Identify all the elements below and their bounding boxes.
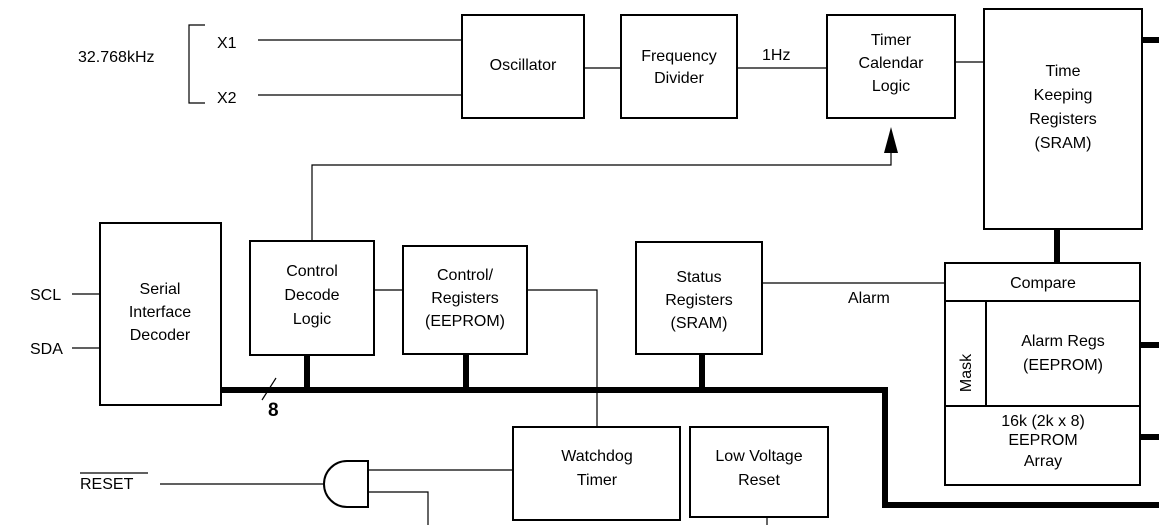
oscillator-label: Oscillator bbox=[490, 57, 557, 74]
x1-label: X1 bbox=[217, 35, 237, 52]
and-gate-icon bbox=[323, 460, 369, 508]
low-voltage-reset-line1: Low Voltage bbox=[715, 448, 802, 465]
compare-label: Compare bbox=[1010, 275, 1076, 292]
time-keeping-registers-block bbox=[983, 8, 1143, 230]
status-registers-line3: (SRAM) bbox=[671, 315, 728, 332]
gate-lower-input-wire bbox=[368, 491, 429, 525]
control-registers-line2: Registers bbox=[431, 290, 499, 307]
eeprom-array-line3: Array bbox=[1024, 453, 1062, 470]
alarm-label: Alarm bbox=[848, 290, 890, 307]
control-registers-line1: Control/ bbox=[437, 267, 494, 284]
status-registers-line1: Status bbox=[676, 269, 721, 286]
time-keeping-line4: (SRAM) bbox=[1035, 135, 1092, 152]
status-registers-block bbox=[635, 241, 763, 355]
crystal-bracket bbox=[188, 24, 205, 104]
crystal-frequency-label: 32.768kHz bbox=[78, 49, 155, 66]
control-decode-logic-block bbox=[249, 240, 375, 356]
serial-decoder-line1: Serial bbox=[140, 281, 181, 298]
sda-label: SDA bbox=[30, 341, 63, 358]
eeprom-array-line2: EEPROM bbox=[1008, 432, 1077, 449]
timer-calendar-logic-line3: Logic bbox=[872, 78, 910, 95]
timer-calendar-logic-block bbox=[826, 14, 956, 119]
mask-label: Mask bbox=[958, 353, 975, 392]
frequency-divider-line1: Frequency bbox=[641, 48, 717, 65]
time-keeping-line3: Registers bbox=[1029, 111, 1097, 128]
timer-calendar-logic-line2: Calendar bbox=[859, 55, 925, 72]
control-to-timer-wire bbox=[311, 150, 892, 241]
control-decode-line1: Control bbox=[286, 263, 338, 280]
scl-label: SCL bbox=[30, 287, 61, 304]
frequency-divider-block bbox=[620, 14, 738, 119]
alarm-regs-line1: Alarm Regs bbox=[1021, 333, 1105, 350]
timer-calendar-logic-line1: Timer bbox=[871, 32, 912, 49]
eeprom-array-line1: 16k (2k x 8) bbox=[1001, 413, 1085, 430]
low-voltage-reset-block bbox=[689, 426, 829, 518]
reset-label: RESET bbox=[80, 476, 134, 493]
serial-decoder-line2: Interface bbox=[129, 304, 191, 321]
watchdog-timer-block bbox=[512, 426, 681, 521]
time-keeping-line1: Time bbox=[1046, 63, 1081, 80]
time-keeping-line2: Keeping bbox=[1034, 87, 1093, 104]
registers-to-watchdog-wire bbox=[527, 289, 598, 427]
control-decode-line3: Logic bbox=[293, 311, 331, 328]
low-voltage-reset-line2: Reset bbox=[738, 472, 780, 489]
one-hz-label: 1Hz bbox=[762, 47, 790, 64]
watchdog-timer-line1: Watchdog bbox=[561, 448, 632, 465]
up-arrow-icon bbox=[884, 127, 898, 153]
oscillator-block bbox=[461, 14, 585, 119]
bus-width-label: 8 bbox=[268, 400, 279, 421]
x2-label: X2 bbox=[217, 90, 237, 107]
watchdog-timer-line2: Timer bbox=[577, 472, 618, 489]
data-bus bbox=[221, 387, 1159, 508]
serial-decoder-line3: Decoder bbox=[130, 327, 191, 344]
bus-width-slash bbox=[261, 377, 277, 401]
frequency-divider-line2: Divider bbox=[654, 70, 704, 87]
serial-interface-decoder-block bbox=[99, 222, 222, 406]
control-registers-line3: (EEPROM) bbox=[425, 313, 505, 330]
alarm-regs-line2: (EEPROM) bbox=[1023, 357, 1103, 374]
control-decode-line2: Decode bbox=[284, 287, 339, 304]
status-registers-line2: Registers bbox=[665, 292, 733, 309]
